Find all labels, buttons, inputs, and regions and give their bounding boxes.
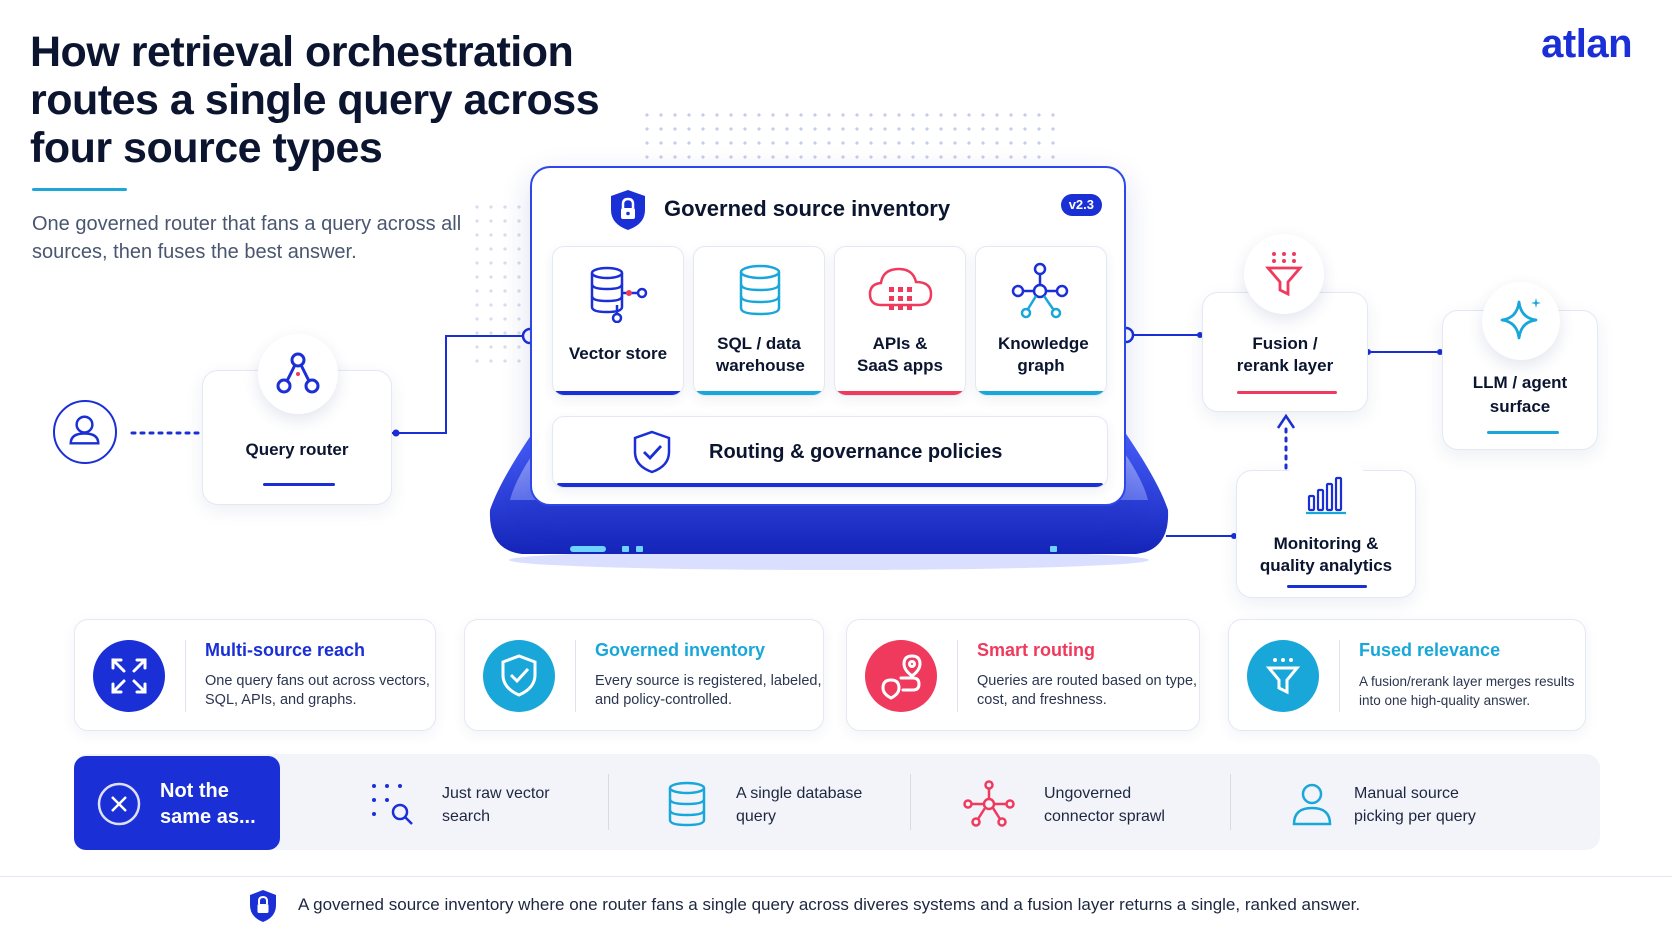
feature-divider (1339, 640, 1340, 712)
database-icon (668, 781, 706, 827)
source-tile-vector-store: Vector store (552, 246, 684, 396)
source-bar-sql-warehouse (694, 391, 824, 395)
atlan-logo: atlan (1541, 22, 1632, 66)
feature-circle-multi-source (93, 640, 165, 712)
dots-search-icon (372, 784, 413, 825)
user-icon (69, 415, 100, 445)
feature-card-multi-source: Multi-source reach One query fans out ac… (74, 619, 436, 731)
shield-check-icon (501, 654, 537, 697)
graph-icon (1011, 262, 1069, 319)
policies-label: Routing & governance policies (709, 441, 1003, 463)
feature-title-governed-inventory: Governed inventory (595, 640, 766, 660)
decor-dots-top (640, 108, 1060, 174)
user-icon (1292, 783, 1332, 826)
feature-circle-smart-routing (865, 640, 937, 712)
not-item-single-db: A single database query (736, 785, 863, 825)
sprawl-icon (963, 780, 1015, 827)
decor-dots-left (470, 200, 530, 370)
not-the-same-box: Not the same as... (74, 756, 280, 850)
database-icon (739, 264, 781, 316)
cloud-icon (868, 267, 933, 310)
not-item-divider (608, 774, 609, 830)
bar-chart-icon (1306, 476, 1346, 515)
shield-lock-icon (250, 890, 276, 922)
feature-desc-multi-source: One query fans out across vectors, SQL, … (205, 673, 430, 708)
source-bar-apis-saas (835, 391, 965, 395)
llm-label: LLM / agent surface (1472, 373, 1568, 416)
feature-circle-governed-inventory (483, 640, 555, 712)
not-item-manual-picking: Manual source picking per query (1354, 785, 1476, 825)
fusion-badge (1244, 234, 1324, 314)
title-underline (32, 188, 127, 191)
source-label-vector-store: Vector store (568, 344, 668, 363)
query-router-badge (258, 334, 338, 414)
inventory-title: Governed source inventory (664, 196, 951, 221)
footer-caption: A governed source inventory where one ro… (298, 895, 1361, 914)
expand-icon (111, 658, 147, 694)
page-subtitle: One governed router that fans a query ac… (32, 213, 462, 263)
query-router-underline (263, 483, 335, 486)
version-badge: v2.3 (1060, 194, 1102, 216)
not-item-connector-sprawl: Ungoverned connector sprawl (1044, 785, 1165, 825)
user-avatar (53, 400, 117, 464)
not-item-raw-vector: Just raw vector search (442, 785, 550, 825)
feature-title-fused-relevance: Fused relevance (1359, 640, 1501, 660)
feature-card-smart-routing: Smart routing Queries are routed based o… (846, 619, 1200, 731)
route-icon (881, 654, 922, 700)
shield-check-icon (633, 430, 671, 474)
feature-card-governed-inventory: Governed inventory Every source is regis… (464, 619, 824, 731)
shield-lock-icon (611, 190, 645, 230)
source-label-apis-saas: APIs & SaaS apps (857, 334, 943, 375)
source-tile-sql-warehouse: SQL / data warehouse (693, 246, 825, 396)
sparkle-icon (1500, 298, 1541, 340)
feature-title-smart-routing: Smart routing (977, 640, 1096, 660)
source-bar-vector-store (553, 391, 683, 395)
router-icon (276, 352, 320, 394)
not-the-same-strip (74, 754, 1600, 850)
feature-divider (185, 640, 186, 712)
close-circle-icon (97, 782, 141, 826)
footer-divider (0, 876, 1672, 877)
source-tile-apis-saas: APIs & SaaS apps (834, 246, 966, 396)
query-router-label: Query router (245, 440, 349, 459)
policies-bar: Routing & governance policies (552, 416, 1108, 488)
funnel-icon (1265, 658, 1301, 695)
vector-store-icon (590, 266, 648, 323)
fusion-underline (1237, 391, 1337, 394)
feature-desc-fused-relevance: A fusion/rerank layer merges results int… (1359, 674, 1575, 708)
llm-badge (1482, 282, 1560, 360)
source-bar-knowledge-graph (976, 391, 1106, 395)
not-the-same-label: Not the same as... (160, 780, 256, 828)
page-title: How retrieval orchestration routes a sin… (30, 28, 600, 172)
not-item-divider (1230, 774, 1231, 830)
funnel-icon (1264, 252, 1304, 297)
source-label-sql-warehouse: SQL / data warehouse (716, 334, 805, 375)
not-item-divider (910, 774, 911, 830)
monitoring-label: Monitoring & quality analytics (1259, 534, 1393, 575)
monitoring-underline (1287, 585, 1367, 588)
policies-bar-underline (557, 483, 1103, 487)
fusion-label: Fusion / rerank layer (1236, 334, 1334, 375)
feature-title-multi-source: Multi-source reach (205, 640, 366, 660)
feature-divider (575, 640, 576, 712)
llm-underline (1487, 431, 1559, 434)
source-tile-knowledge-graph: Knowledge graph (975, 246, 1107, 396)
feature-circle-fused-relevance (1247, 640, 1319, 712)
source-label-knowledge-graph: Knowledge graph (998, 334, 1089, 375)
feature-desc-governed-inventory: Every source is registered, labeled, and… (595, 673, 822, 708)
feature-divider (957, 640, 958, 712)
feature-desc-smart-routing: Queries are routed based on type, cost, … (977, 673, 1198, 708)
feature-card-fused-relevance: Fused relevance A fusion/rerank layer me… (1228, 619, 1586, 731)
monitoring-badge (1288, 462, 1364, 530)
